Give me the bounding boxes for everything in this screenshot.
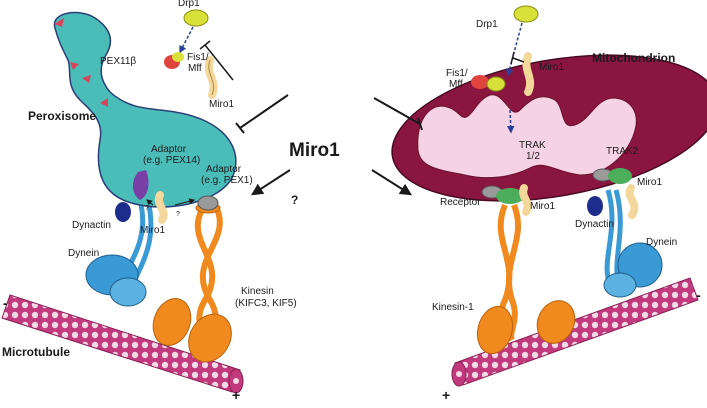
miro1-right-trak2-label: Miro1 — [637, 177, 662, 188]
miro1-center-label: Miro1 — [289, 140, 340, 161]
drp1-left-label: Drp1 — [178, 0, 200, 9]
fis1-mff-left-line1: Fis1/ — [187, 52, 209, 63]
peroxisome — [53, 11, 237, 208]
pex11b-label: PEX11β — [100, 56, 136, 67]
minus-right-label: - — [696, 287, 701, 303]
miro1-right-top-label: Miro1 — [539, 62, 564, 73]
dynactin-right — [587, 196, 603, 216]
miro1-left-top-label: Miro1 — [209, 99, 234, 110]
inhibition-left — [199, 40, 234, 81]
miro1-left-bottom — [154, 191, 168, 224]
drp1-right — [505, 5, 539, 134]
kinesin-right-label: Kinesin-1 — [432, 302, 474, 313]
adaptor-pex1-line1: Adaptor — [206, 164, 242, 175]
fis1-mff-right-line2: Mff — [449, 79, 463, 90]
dynactin-right-label: Dynactin — [575, 219, 614, 230]
fis1-mff-right — [471, 75, 506, 92]
minus-left-label: - — [3, 295, 8, 311]
kinesin-left-line1: Kinesin — [241, 286, 274, 297]
center-arrows — [235, 94, 423, 196]
receptor-label: Receptor — [440, 197, 481, 208]
dynactin-left — [115, 202, 131, 222]
adaptor-pex1-label: Adaptor (e.g. PEX1) — [201, 164, 253, 186]
dynein-right — [603, 189, 663, 298]
plus-left-label: + — [232, 387, 240, 403]
question-small-a: ? — [145, 205, 149, 212]
kinesin-left-label: Kinesin (KIFC3, KIF5) — [235, 286, 297, 309]
mitochondrion — [391, 54, 707, 202]
fis1-mff-left — [164, 52, 184, 69]
question-small-b: ? — [176, 211, 180, 218]
peroxisome-label: Peroxisome — [28, 109, 96, 123]
dynein-left — [85, 199, 154, 307]
small-arrows-left — [146, 198, 196, 206]
drp1-left — [179, 9, 209, 54]
fis1-mff-right-line1: Fis1/ — [446, 68, 468, 79]
plus-right-label: + — [442, 387, 450, 403]
drp1-right-label: Drp1 — [476, 19, 498, 30]
inhibition-right — [510, 51, 525, 65]
adaptor-pex14-line2: (e.g. PEX14) — [143, 155, 200, 166]
dynactin-left-label: Dynactin — [72, 220, 111, 231]
question-main: ? — [291, 193, 298, 207]
receptor-complex — [481, 184, 532, 216]
miro1-right-top — [522, 52, 535, 96]
miro1-left-bottom-label: Miro1 — [140, 225, 165, 236]
adaptor-pex14-line1: Adaptor — [151, 144, 187, 155]
adaptor-pex14-label: Adaptor (e.g. PEX14) — [143, 144, 200, 166]
microtubule-label: Microtubule — [2, 345, 70, 359]
trak2-label: TRAK2 — [606, 146, 639, 157]
fis1-mff-left-label: Fis1/ Mff — [187, 52, 211, 74]
microtubule-left — [1, 294, 244, 394]
mitochondrion-label: Mitochondrion — [592, 51, 675, 65]
dynein-right-label: Dynein — [646, 237, 677, 248]
miro1-left-top — [204, 56, 218, 99]
fis1-mff-left-line2: Mff — [188, 63, 202, 74]
dynein-left-label: Dynein — [68, 248, 99, 259]
adaptor-pex1-line2: (e.g. PEX1) — [201, 175, 253, 186]
kinesin-right — [476, 203, 576, 355]
trak12-label: TRAK 1/2 — [519, 140, 548, 162]
trak2-complex — [592, 168, 639, 219]
fis1-mff-right-label: Fis1/ Mff — [446, 68, 470, 90]
pex11b-markers — [54, 18, 108, 107]
trak12-line1: TRAK — [519, 140, 546, 151]
adaptor-pex1 — [197, 195, 219, 211]
trak12-line2: 1/2 — [526, 151, 540, 162]
adaptor-pex14 — [132, 170, 149, 200]
kinesin-left-line2: (KIFC3, KIF5) — [235, 298, 297, 309]
microtubule-right — [451, 277, 699, 387]
miro1-right-receptor-label: Miro1 — [530, 201, 555, 212]
